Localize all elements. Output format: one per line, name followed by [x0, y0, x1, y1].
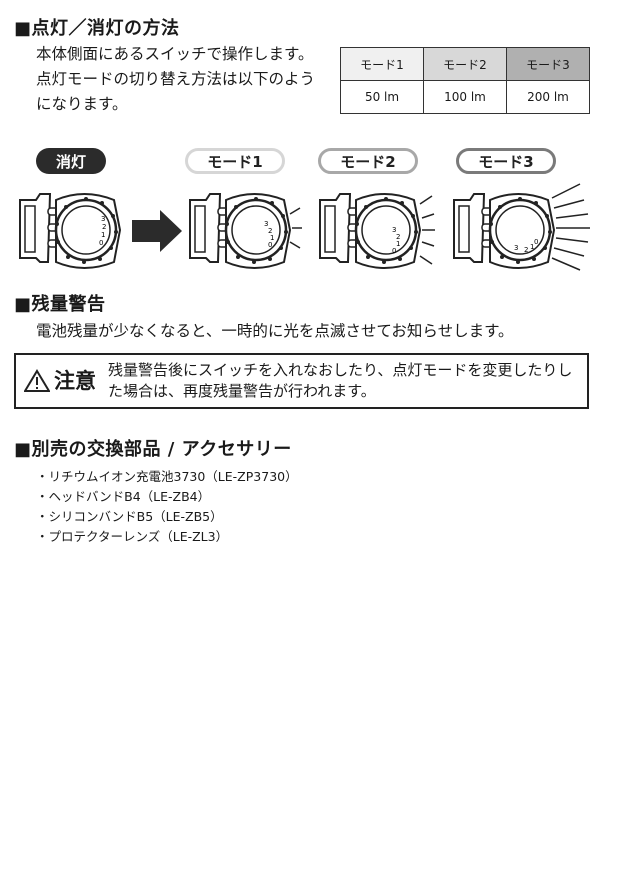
dial-mark-0: 0: [534, 238, 538, 246]
lamp-off-illustration: 3 2 1 0: [18, 192, 122, 270]
caution-label: 注意: [54, 369, 96, 393]
mode-output-table: モード1 モード2 モード3 50 lm 100 lm 200 lm: [340, 47, 590, 114]
dial-mark-2: 2: [524, 246, 528, 254]
dial-mark-1: 1: [270, 234, 274, 242]
section-heading-low-battery: ■残量警告: [14, 294, 106, 315]
dial-mark-3: 3: [101, 215, 105, 223]
state-mode2-pill: モード2: [318, 148, 418, 174]
arrow-right-icon: [132, 210, 182, 252]
dial-mark-3: 3: [514, 244, 518, 252]
dial-mark-1: 1: [530, 243, 534, 251]
mode-table-value: 100 lm: [423, 80, 507, 114]
section-heading-accessories: ■別売の交換部品 / アクセサリー: [14, 439, 292, 460]
dial-mark-1: 1: [396, 240, 400, 248]
dial-mark-0: 0: [99, 239, 103, 247]
caution-text: 残量警告後にスイッチを入れなおしたり、点灯モードを変更したりした場合は、再度残量…: [108, 361, 573, 400]
light-rays-icon: [419, 195, 435, 265]
dial-mark-2: 2: [268, 227, 272, 235]
state-mode3-pill: モード3: [456, 148, 556, 174]
state-mode1-pill: モード1: [185, 148, 285, 174]
mode-table-value: 50 lm: [340, 80, 424, 114]
caution-box: 注意 残量警告後にスイッチを入れなおしたり、点灯モードを変更したりした場合は、再…: [14, 353, 589, 409]
lamp-mode3-illustration: 3 2 1 0: [452, 183, 590, 271]
mode-table-value: 200 lm: [506, 80, 590, 114]
accessory-list: ・リチウムイオン充電池3730（LE-ZP3730） ・ヘッドバンドB4（LE-…: [36, 467, 298, 547]
dial-mark-3: 3: [264, 220, 268, 228]
list-item: ・シリコンバンドB5（LE-ZB5）: [36, 509, 223, 524]
warning-triangle-icon: [24, 369, 50, 392]
state-off-pill: 消灯: [36, 148, 106, 174]
dial-mark-0: 0: [268, 241, 272, 249]
mode-table-value-row: 50 lm 100 lm 200 lm: [340, 80, 590, 114]
mode-table-header: モード1: [340, 47, 424, 81]
low-battery-description: 電池残量が少なくなると、一時的に光を点滅させてお知らせします。: [36, 322, 514, 340]
dial-mark-3: 3: [392, 226, 396, 234]
mode-illustrations: 3 2 1 0 3 2 1 0 3 2 1 0: [18, 183, 590, 271]
lighting-description: 本体側面にあるスイッチで操作します。点灯モードの切り替え方法は以下のようになりま…: [36, 45, 316, 113]
light-rays-icon: [551, 183, 590, 271]
dial-mark-1: 1: [101, 231, 105, 239]
light-rays-icon: [289, 207, 302, 249]
mode-table-header: モード3: [506, 47, 590, 81]
mode-table-header: モード2: [423, 47, 507, 81]
list-item: ・プロテクターレンズ（LE-ZL3）: [36, 529, 229, 544]
dial-mark-2: 2: [396, 233, 400, 241]
lamp-mode2-illustration: 3 2 1 0: [318, 192, 435, 270]
section-heading-lighting: ■点灯／消灯の方法: [14, 18, 180, 39]
mode-table-header-row: モード1 モード2 モード3: [340, 47, 590, 81]
dial-mark-0: 0: [392, 247, 396, 255]
dial-mark-2: 2: [102, 223, 106, 231]
list-item: ・ヘッドバンドB4（LE-ZB4）: [36, 489, 211, 504]
list-item: ・リチウムイオン充電池3730（LE-ZP3730）: [36, 469, 298, 484]
lamp-mode1-illustration: 3 2 1 0: [188, 192, 302, 270]
